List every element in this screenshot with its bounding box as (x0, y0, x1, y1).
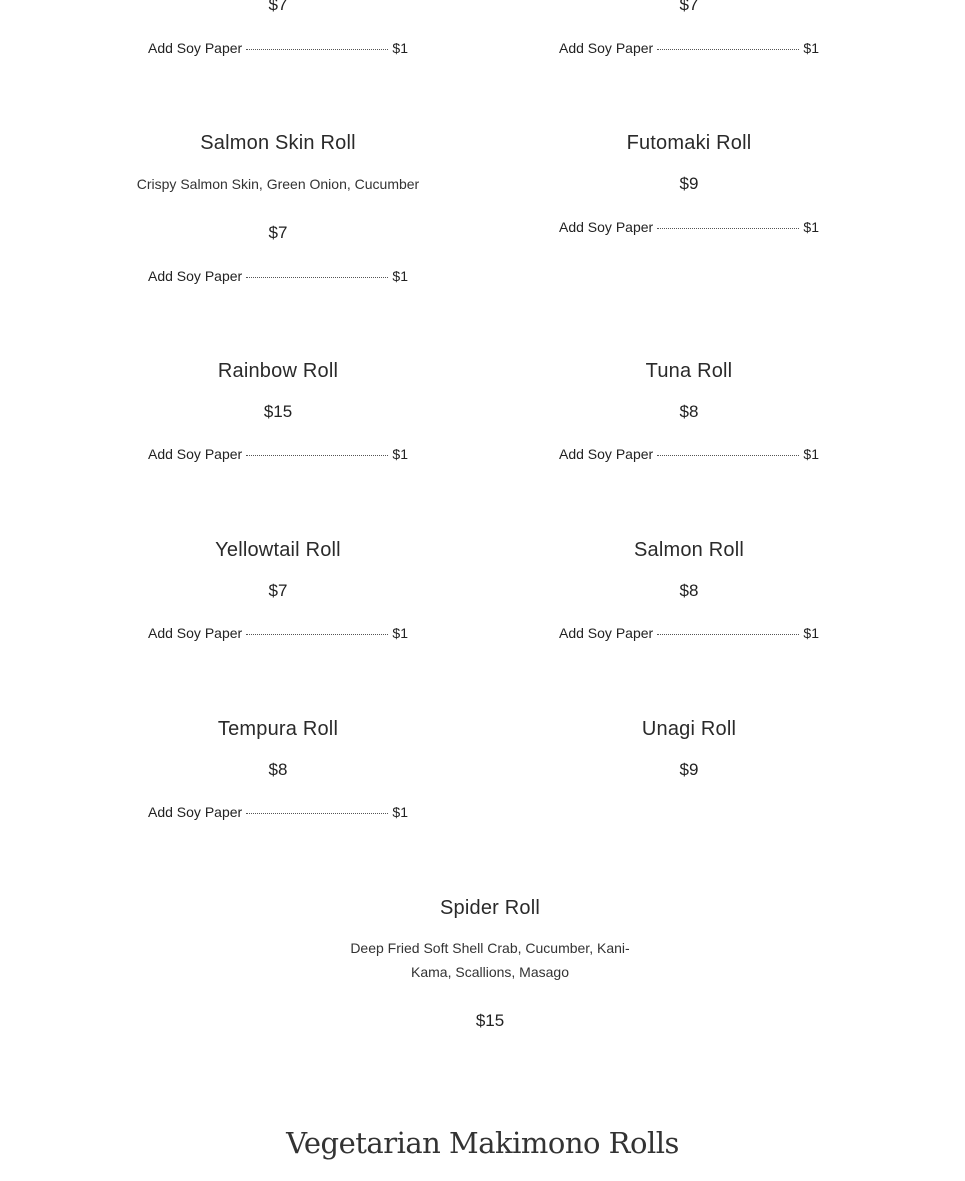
item-name: Futomaki Roll (626, 132, 752, 154)
addon-label: Add Soy Paper (148, 446, 243, 462)
addon-label: Add Soy Paper (148, 804, 243, 820)
item-description: Crispy Salmon Skin, Green Onion, Cucumbe… (136, 176, 420, 192)
dotted-leader (246, 454, 389, 456)
addon-price: $1 (392, 625, 408, 641)
addon-row: Add Soy Paper $1 (559, 446, 819, 466)
addon-price: $1 (392, 446, 408, 462)
dotted-leader (246, 633, 389, 635)
item-price: $7 (268, 581, 288, 600)
item-name: Unagi Roll (641, 718, 737, 740)
addon-label: Add Soy Paper (559, 446, 654, 462)
addon-row: Add Soy Paper $1 (148, 625, 408, 645)
item-price: $9 (679, 760, 699, 779)
addon-row: Add Soy Paper $1 (148, 804, 408, 824)
addon-row: Add Soy Paper $1 (559, 219, 819, 239)
item-name: Salmon Roll (633, 539, 745, 561)
item-price: $8 (268, 760, 288, 779)
dotted-leader (246, 276, 389, 278)
addon-label: Add Soy Paper (148, 268, 243, 284)
addon-label: Add Soy Paper (148, 625, 243, 641)
addon-row: Add Soy Paper $1 (559, 40, 819, 60)
dotted-leader (657, 454, 800, 456)
dotted-leader (246, 48, 389, 50)
item-description-line-2: Kama, Scallions, Masago (411, 964, 569, 980)
item-name: Tuna Roll (645, 360, 733, 382)
addon-label: Add Soy Paper (559, 40, 654, 56)
addon-price: $1 (392, 40, 408, 56)
item-name: Yellowtail Roll (215, 539, 341, 561)
item-price: $8 (679, 402, 699, 421)
item-price: $7 (679, 0, 699, 14)
addon-price: $1 (392, 804, 408, 820)
dotted-leader (657, 227, 800, 229)
addon-row: Add Soy Paper $1 (148, 40, 408, 60)
dotted-leader (246, 812, 389, 814)
addon-label: Add Soy Paper (559, 625, 654, 641)
dotted-leader (657, 633, 800, 635)
item-name: Tempura Roll (217, 718, 339, 740)
item-price: $15 (263, 402, 293, 421)
item-price: $15 (475, 1011, 505, 1030)
addon-price: $1 (803, 446, 819, 462)
addon-row: Add Soy Paper $1 (148, 446, 408, 466)
addon-price: $1 (803, 219, 819, 235)
item-name: Spider Roll (439, 897, 541, 919)
item-description-line-1: Deep Fried Soft Shell Crab, Cucumber, Ka… (350, 940, 630, 956)
addon-price: $1 (392, 268, 408, 284)
item-price: $7 (268, 223, 288, 242)
item-price: $8 (679, 581, 699, 600)
item-name: Rainbow Roll (217, 360, 339, 382)
item-name: Salmon Skin Roll (200, 132, 356, 154)
item-price: $7 (268, 0, 288, 14)
item-price: $9 (679, 174, 699, 193)
dotted-leader (657, 48, 800, 50)
addon-label: Add Soy Paper (148, 40, 243, 56)
addon-price: $1 (803, 40, 819, 56)
addon-row: Add Soy Paper $1 (148, 268, 408, 288)
addon-row: Add Soy Paper $1 (559, 625, 819, 645)
section-title-vegetarian-makimono: Vegetarian Makimono Rolls (286, 1126, 679, 1160)
addon-label: Add Soy Paper (559, 219, 654, 235)
addon-price: $1 (803, 625, 819, 641)
